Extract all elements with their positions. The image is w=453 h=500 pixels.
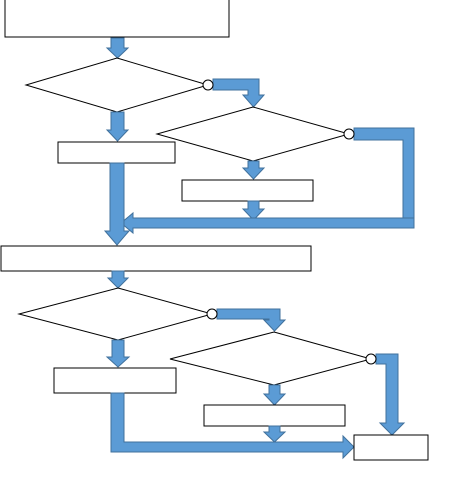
connector-decision-2-yes bbox=[343, 128, 355, 140]
flow-arrow-decision-4-to-final-box bbox=[375, 353, 406, 436]
decision-diamond-4 bbox=[169, 331, 373, 386]
process-box-final bbox=[353, 434, 429, 461]
flow-arrow-decision-2-yes-route bbox=[353, 127, 415, 229]
flow-arrow-decision-3-to-decision-4 bbox=[216, 308, 287, 332]
flow-arrow-decision-3-to-box-c bbox=[105, 339, 131, 368]
flow-arrow-decision-1-to-box-a bbox=[105, 111, 130, 142]
process-box-b bbox=[181, 179, 314, 202]
process-box-c bbox=[53, 367, 177, 394]
connector-decision-1-yes bbox=[202, 79, 214, 91]
flow-arrow-box-d-to-bottom-bar bbox=[262, 425, 287, 443]
connector-decision-4-yes bbox=[365, 353, 377, 365]
process-box-top bbox=[4, 0, 230, 38]
process-box-d bbox=[203, 404, 346, 427]
flow-arrow-box-a-to-wide-box bbox=[103, 162, 131, 246]
process-box-wide bbox=[0, 245, 312, 272]
decision-diamond-1 bbox=[24, 57, 210, 113]
connector-decision-3-yes bbox=[206, 308, 218, 320]
flow-arrow-box-c-to-final-box bbox=[110, 392, 355, 460]
flow-arrow-decision-2-to-box-b bbox=[241, 160, 266, 180]
flow-arrow-merge-bar bbox=[120, 211, 415, 235]
decision-diamond-2 bbox=[155, 106, 351, 162]
flow-arrow-wide-box-to-decision-3 bbox=[106, 270, 130, 289]
flow-arrow-box-b-to-merge bbox=[241, 200, 266, 221]
flow-arrow-decision-4-to-box-d bbox=[262, 384, 287, 406]
flow-arrow-top-to-decision-1 bbox=[105, 37, 130, 59]
flow-arrow-decision-1-to-decision-2 bbox=[212, 78, 266, 108]
decision-diamond-3 bbox=[17, 287, 214, 341]
process-box-a bbox=[57, 141, 176, 164]
